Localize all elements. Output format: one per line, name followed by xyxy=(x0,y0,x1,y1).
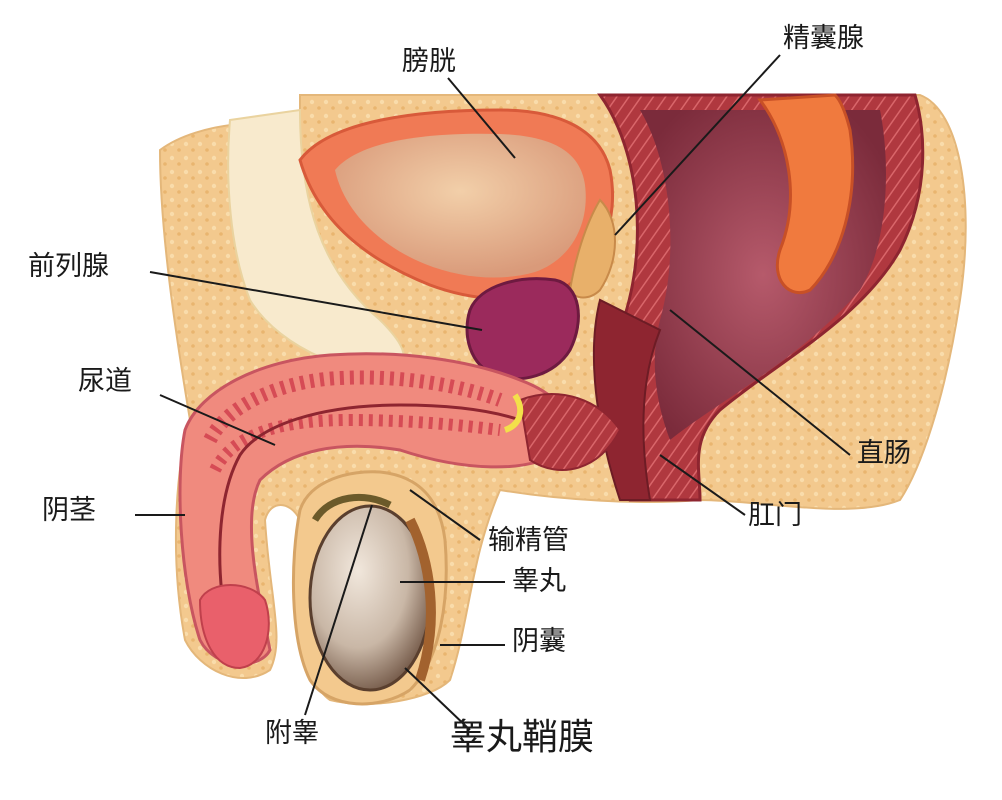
label-urethra: 尿道 xyxy=(78,366,132,397)
label-epididymis: 附睾 xyxy=(265,718,319,749)
epididymis-shape xyxy=(312,493,392,523)
rectum-shape xyxy=(592,93,925,502)
label-bladder: 膀胱 xyxy=(402,46,456,77)
label-prostate: 前列腺 xyxy=(28,251,109,282)
bladder-shape xyxy=(298,108,615,301)
leader-lines xyxy=(135,54,851,731)
label-tunica-vaginalis: 睾丸鞘膜 xyxy=(450,717,595,758)
penis-shape xyxy=(178,352,622,670)
label-testis: 睾丸 xyxy=(512,566,566,597)
label-penis: 阴茎 xyxy=(42,495,96,526)
label-scrotum: 阴囊 xyxy=(512,626,566,657)
label-rectum: 直肠 xyxy=(857,438,911,469)
seminal-vesicle-shape xyxy=(568,198,616,299)
label-vas-deferens: 输精管 xyxy=(488,525,569,556)
prostate-shape xyxy=(465,277,580,381)
scrotum-shape xyxy=(291,470,448,706)
label-seminal-vesicle: 精囊腺 xyxy=(783,23,864,54)
label-anus: 肛门 xyxy=(748,500,802,531)
